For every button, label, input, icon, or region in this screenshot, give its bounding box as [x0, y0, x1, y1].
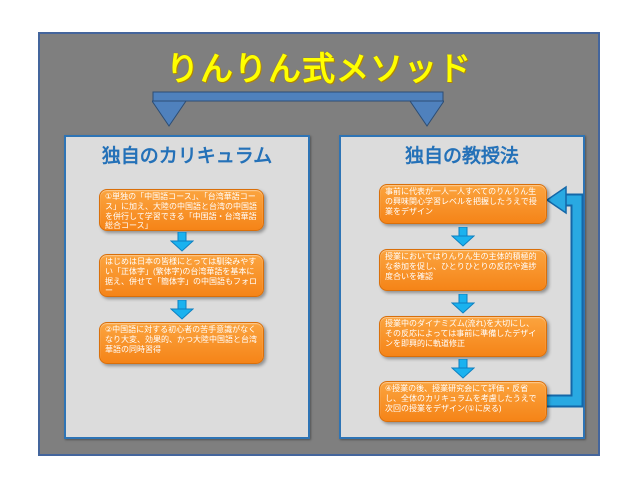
- flow-step-curriculum-2: はじめは日本の皆様にとっては馴染みやすい「正体字」(繁体字)の台湾華語を基本に据…: [99, 254, 264, 297]
- slide: りんりん式メソッド 独自のカリキュラム ①単独の「中国語コース」、「台湾華語コー…: [38, 32, 600, 456]
- flow-step-curriculum-1: ①単独の「中国語コース」、「台湾華語コース」に加え、大陸の中国語と台湾の中国語を…: [99, 189, 264, 231]
- down-arrow-icon: [170, 300, 194, 320]
- down-arrow-icon: [451, 359, 475, 379]
- teaching-method-panel: 独自の教授法 事前に代表が一人一人すべてのりんりん生の興味関心学習レベルを把握し…: [339, 135, 585, 439]
- slide-title: りんりん式メソッド: [166, 50, 472, 87]
- curriculum-panel: 独自のカリキュラム ①単独の「中国語コース」、「台湾華語コース」に加え、大陸の中…: [64, 135, 310, 439]
- feedback-loop-arrow-icon: [545, 185, 584, 408]
- flow-step-teaching-4: ④授業の後、授業研究会にて評価・反省し、全体のカリキュラムを考慮したうえで次回の…: [379, 381, 547, 422]
- flow-step-teaching-2: 授業においてはりんりん生の主体的積極的な参加を促し、ひとりひとりの反応や進捗度合…: [379, 249, 547, 291]
- split-arrow-icon: [152, 91, 444, 127]
- flow-step-teaching-1: 事前に代表が一人一人すべてのりんりん生の興味関心学習レベルを把握したうえで授業を…: [379, 184, 547, 224]
- flow-step-teaching-3: 授業中のダイナミズム(流れ)を大切にし、その反応によっては事前に準備したデザイン…: [379, 316, 547, 357]
- curriculum-panel-title: 独自のカリキュラム: [101, 146, 273, 167]
- flow-step-curriculum-3: ②中国語に対する初心者の苦手意識がなくなり大変、効果的、かつ大陸中国語と台湾華語…: [99, 322, 264, 364]
- teaching-method-panel-title: 独自の教授法: [404, 146, 519, 167]
- down-arrow-icon: [170, 232, 194, 252]
- down-arrow-icon: [451, 294, 475, 314]
- down-arrow-icon: [451, 227, 475, 247]
